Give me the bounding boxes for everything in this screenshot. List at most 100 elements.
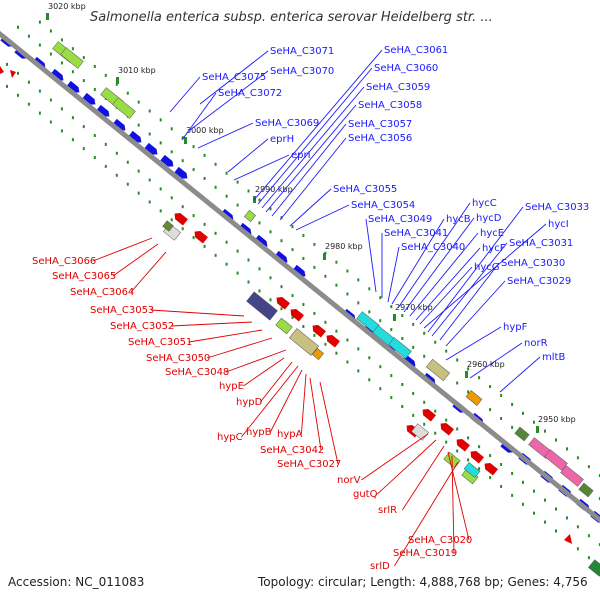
forward-gene-shape [50, 68, 64, 81]
forward-gene-shape [292, 264, 306, 277]
tick-dot [225, 194, 228, 198]
tick-dot [280, 285, 283, 289]
forward-gene-shape [128, 130, 142, 143]
reverse-gene-box [162, 220, 174, 232]
forward-gene-box-shape [544, 449, 568, 471]
reverse-gene-shape [456, 439, 470, 452]
tick-dot [576, 525, 579, 529]
genome-backbone [0, 30, 600, 524]
forward-leader-line [265, 104, 357, 213]
tick-dot [60, 61, 63, 65]
tick-dot [291, 248, 294, 252]
reverse-leader-line [260, 361, 293, 403]
forward-gene-box-shape [60, 47, 84, 69]
tick-label: 2960 kbp [467, 360, 505, 369]
forward-leader-line [181, 92, 217, 141]
tick-dot [225, 262, 228, 266]
forward-gene-box-shape [578, 482, 594, 498]
reverse-gene-box-shape [275, 317, 293, 335]
tick-dot [390, 374, 393, 378]
tick-dot [478, 467, 481, 471]
tick-dot [93, 88, 96, 91]
tick-dot [93, 134, 96, 137]
reverse-leader-line [225, 349, 287, 373]
tick-dot [236, 180, 239, 184]
tick-dot [181, 136, 184, 140]
reverse-gene [194, 231, 208, 244]
gene-label-seha-c3031: SeHA_C3031 [509, 238, 573, 249]
reverse-gene [470, 451, 484, 464]
tick-dot [269, 207, 272, 211]
reverse-gene-shape [290, 309, 304, 322]
forward-gene [128, 130, 142, 143]
forward-leader-line [279, 137, 347, 221]
tick-dot [60, 129, 63, 133]
forward-gene [50, 68, 64, 81]
tick-dot [203, 244, 206, 248]
tick-dot [170, 218, 173, 222]
tick-dot [500, 485, 503, 488]
gene-label-seha-c3075: SeHA_C3075 [202, 72, 266, 83]
gene-label-hycf: hycF [482, 243, 506, 254]
tick-dot [357, 278, 360, 282]
forward-gene-box-shape [514, 426, 530, 442]
forward-leader-line [445, 326, 502, 361]
tick-dot [555, 507, 557, 511]
forward-gene-box-shape [560, 465, 584, 487]
gene-label-epri: eprI [291, 150, 311, 161]
tick-dot [511, 425, 514, 429]
gene-label-seha-c3057: SeHA_C3057 [348, 119, 412, 130]
tick-dot [192, 236, 195, 240]
reverse-leader-line [451, 455, 455, 554]
tick-dot [357, 301, 360, 305]
tick-dot [82, 147, 85, 151]
tick-dot [71, 138, 74, 142]
tick-dot [522, 502, 524, 506]
forward-leader-line [387, 246, 400, 303]
forward-leader-line [397, 202, 471, 309]
tick-dot [148, 200, 151, 204]
tick-dot [346, 269, 349, 273]
reverse-leader-line [92, 237, 153, 262]
reverse-gene-shape [312, 325, 326, 338]
tick-dot [368, 310, 371, 314]
tick-dot [236, 249, 239, 253]
tick-dot [247, 189, 250, 193]
tick-dot [247, 258, 250, 262]
tick-dot [115, 151, 118, 155]
tick-dot [192, 214, 195, 218]
tick-dot [60, 38, 63, 42]
tick-dot [346, 360, 349, 364]
forward-gene [112, 118, 126, 131]
tick-dot [49, 29, 52, 33]
forward-gene-box [514, 426, 530, 442]
forward-leader-line [169, 76, 201, 113]
tick-dot [236, 203, 239, 207]
gene-label-seha-c3042: SeHA_C3042 [260, 445, 324, 456]
reverse-leader-line [377, 439, 437, 495]
tick-dot [302, 325, 305, 328]
tick-dot [390, 396, 393, 400]
tick-dot [489, 476, 492, 480]
forward-gene-box [465, 390, 483, 406]
gene-label-seha-c3027: SeHA_C3027 [277, 459, 341, 470]
forward-leader-line [409, 232, 479, 317]
forward-gene-box [112, 97, 136, 119]
gene-label-norv: norV [337, 475, 361, 486]
reverse-leader-line [170, 321, 253, 327]
tick-dot [423, 400, 426, 404]
tick-dot [104, 164, 107, 168]
tick-dot [544, 429, 546, 433]
forward-gene-shape [66, 80, 80, 93]
tick-dot [225, 171, 228, 175]
forward-gene-box [560, 465, 584, 487]
tick-dot [247, 280, 250, 284]
tick-dot [313, 265, 316, 269]
tick-dot [60, 107, 63, 111]
tick-dot [511, 471, 514, 475]
tick-dot [258, 267, 261, 271]
forward-gene [292, 264, 306, 277]
gene-label-seha-c3033: SeHA_C3033 [525, 202, 589, 213]
tick-dot [38, 89, 41, 93]
